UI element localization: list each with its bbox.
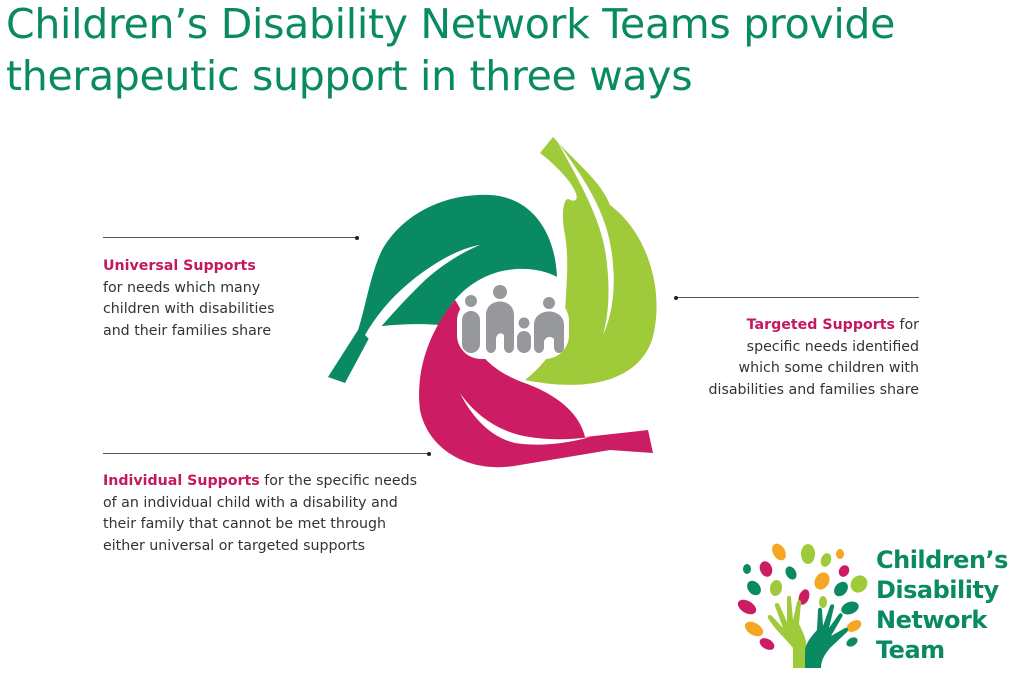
individual-supports-label: Individual Supports — [103, 473, 260, 489]
targeted-line-1: specific needs identified — [746, 338, 919, 355]
logo-line-1: Children’s — [876, 546, 1008, 574]
targeted-supports-label: Targeted Supports — [746, 317, 895, 333]
individual-line-1: of an individual child with a disability… — [103, 494, 398, 511]
universal-supports-label: Universal Supports — [103, 258, 256, 274]
family-icon — [457, 285, 569, 359]
logo-line-3: Network — [876, 606, 987, 634]
individual-supports-description: Individual Supports for the specific nee… — [103, 471, 417, 557]
individual-line-3: either universal or targeted supports — [103, 537, 365, 554]
universal-line-2: children with disabilities — [103, 301, 275, 317]
tree-hands-icon — [737, 543, 868, 668]
targeted-supports-description: Targeted Supports for specific needs ide… — [709, 315, 920, 401]
universal-line-3: and their families share — [103, 322, 272, 339]
individual-connector-line — [103, 451, 431, 456]
individual-line-2: their family that cannot be met through — [103, 516, 387, 532]
universal-line-1: for needs which many — [103, 279, 261, 296]
universal-connector-line — [103, 235, 359, 240]
universal-leaf-icon — [328, 194, 557, 383]
logo-line-4: Team — [876, 636, 945, 664]
targeted-line-3: disabilities and families share — [708, 381, 920, 398]
logo-line-2: Disability — [876, 576, 999, 604]
individual-leaf-icon — [419, 300, 653, 468]
page-title: Children’s Disability Network Teams prov… — [6, 0, 895, 102]
title-line-2: therapeutic support in three ways — [6, 52, 693, 100]
targeted-connector-line — [674, 295, 919, 300]
targeted-line-2: which some children with — [738, 360, 919, 376]
targeted-lead-suffix: for — [894, 317, 919, 333]
targeted-leaf-icon — [525, 137, 657, 385]
three-leaf-diagram — [328, 137, 657, 468]
title-line-1: Children’s Disability Network Teams prov… — [6, 0, 896, 48]
logo-wordmark: Children’s Disability Network Team — [876, 545, 1008, 665]
individual-lead-suffix: for the specific needs — [259, 473, 418, 489]
universal-supports-description: Universal Supports for needs which many … — [103, 256, 275, 342]
